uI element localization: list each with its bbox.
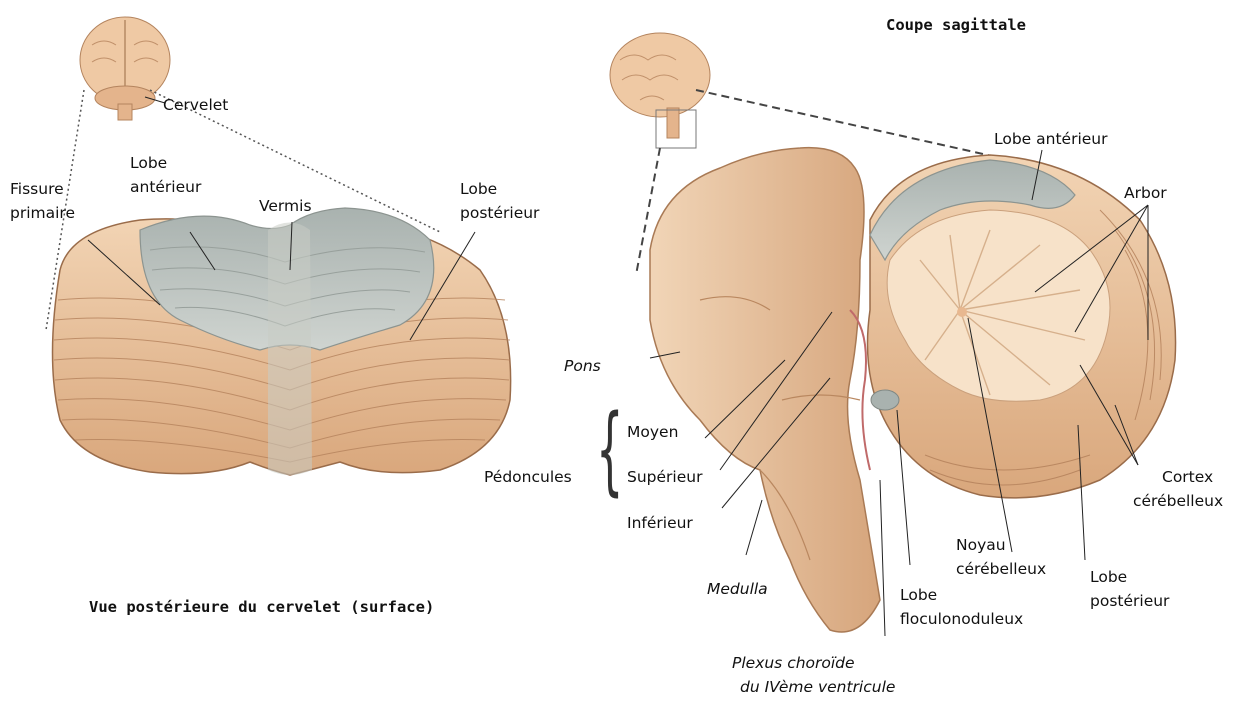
label-noyau-line2: cérébelleux	[956, 558, 1046, 580]
label-pedoncules: Pédoncules	[484, 466, 572, 488]
label-superieur: Supérieur	[627, 466, 702, 488]
label-moyen: Moyen	[627, 421, 678, 443]
label-cortex-line1: Cortex	[1162, 466, 1213, 488]
label-inferieur: Inférieur	[627, 512, 693, 534]
label-lobe-anterieur-line2: antérieur	[130, 176, 201, 198]
label-fissure-primaire-line2: primaire	[10, 202, 75, 224]
label-plexus-line1: Plexus choroïde	[732, 652, 855, 674]
label-lobe-posterieur-right-line2: postérieur	[1090, 590, 1169, 612]
cerebellum-posterior-view	[53, 208, 511, 475]
label-cervelet: Cervelet	[163, 94, 228, 116]
label-medulla: Medulla	[707, 578, 768, 600]
label-lobe-posterieur-line2: postérieur	[460, 202, 539, 224]
label-fissure-primaire-line1: Fissure	[10, 178, 64, 200]
label-pons: Pons	[564, 355, 601, 377]
brace-pedoncules: {	[596, 402, 623, 498]
brainstem	[650, 148, 880, 632]
label-lobe-posterieur-right-line1: Lobe	[1090, 566, 1127, 588]
caption-right: Coupe sagittale	[886, 16, 1026, 34]
label-lobe-flocu-line2: floculonoduleux	[900, 608, 1023, 630]
label-lobe-anterieur-line1: Lobe	[130, 152, 167, 174]
brain-thumbnail-left	[80, 17, 170, 120]
label-arbor: Arbor	[1124, 182, 1167, 204]
cerebellum-sagittal	[868, 155, 1176, 498]
brain-thumbnail-right	[610, 33, 710, 148]
label-lobe-flocu-line1: Lobe	[900, 584, 937, 606]
label-lobe-anterieur-right: Lobe antérieur	[994, 128, 1108, 150]
label-vermis: Vermis	[259, 195, 312, 217]
label-plexus-line2: du IVème ventricule	[740, 676, 895, 698]
label-cortex-line2: cérébelleux	[1133, 490, 1223, 512]
caption-left: Vue postérieure du cervelet (surface)	[89, 598, 434, 616]
label-lobe-posterieur-line1: Lobe	[460, 178, 497, 200]
label-noyau-line1: Noyau	[956, 534, 1006, 556]
